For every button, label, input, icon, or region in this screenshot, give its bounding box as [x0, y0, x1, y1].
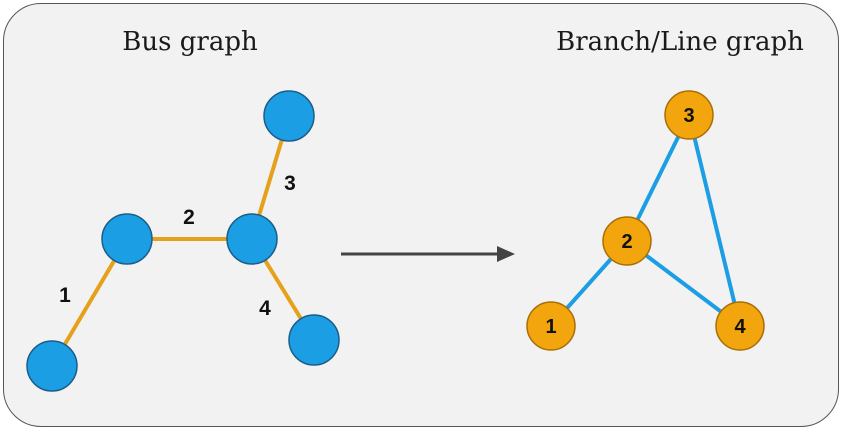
line-node-label-4: 4 — [734, 316, 746, 338]
line-graph-title: Branch/Line graph — [556, 27, 804, 57]
line-node-2 — [602, 216, 652, 266]
line-node-3 — [664, 90, 714, 140]
line-graph-edge — [687, 114, 742, 327]
bus-node — [26, 340, 78, 392]
bus-graph: 1 2 3 4 — [26, 90, 340, 392]
transform-arrow — [341, 246, 515, 262]
line-graph: 1 2 3 4 — [526, 90, 765, 351]
bus-node — [101, 213, 153, 265]
bus-graph-title: Bus graph — [122, 27, 258, 57]
bus-node — [263, 90, 315, 142]
line-node-label-2: 2 — [621, 231, 632, 253]
bus-branch-label-3: 3 — [284, 172, 296, 195]
line-node-4 — [715, 301, 765, 351]
line-node-label-1: 1 — [545, 316, 556, 338]
bus-branch-label-4: 4 — [259, 297, 271, 320]
bus-branch-label-2: 2 — [183, 206, 195, 229]
line-node-1 — [526, 301, 576, 351]
bus-node — [226, 213, 278, 265]
line-node-label-3: 3 — [683, 105, 694, 127]
bus-node — [288, 314, 340, 366]
diagram-panel — [3, 3, 839, 427]
bus-branch-label-1: 1 — [59, 284, 71, 307]
